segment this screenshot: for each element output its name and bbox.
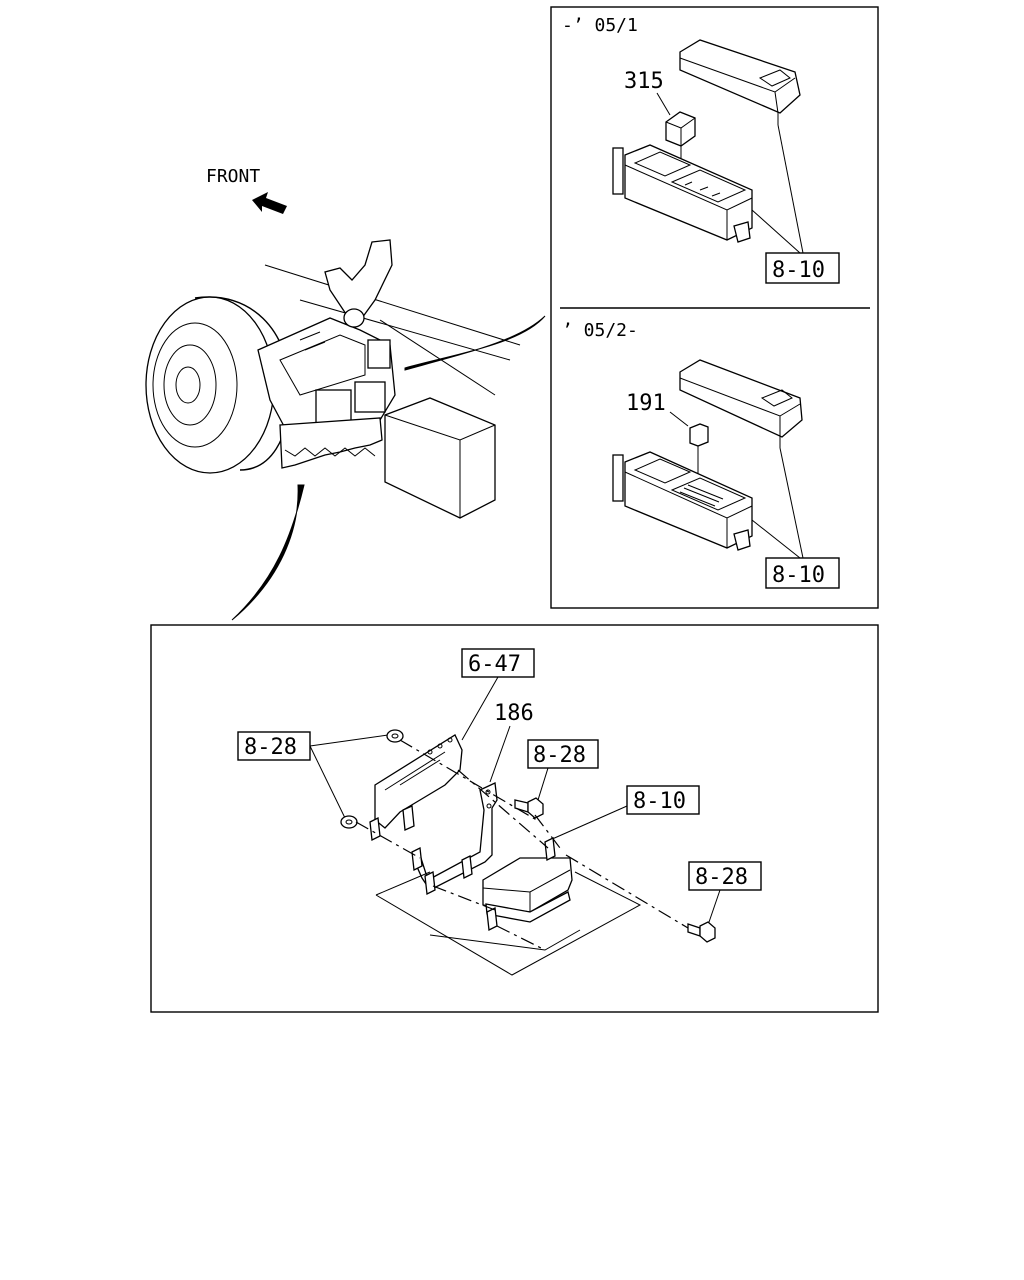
- inset-top: -’ 05/1 315 8-10: [562, 15, 840, 284]
- relay-315: [665, 111, 696, 147]
- inset-middle: ’ 05/2- 191 8-10: [562, 320, 840, 589]
- ref-box-8-10-middle: [765, 557, 840, 589]
- part-315-label: 315: [624, 69, 664, 94]
- front-arrow-icon: [252, 192, 287, 214]
- ref-8-28-left-label: 8-28: [244, 735, 297, 760]
- relay-191: [689, 423, 709, 475]
- ref-box-8-28-mid: [527, 739, 599, 769]
- fuse-box-cover-top: [679, 39, 801, 125]
- ref-8-28-right-label: 8-28: [695, 865, 748, 890]
- ref-box-8-10-bottom: [626, 785, 700, 815]
- bottom-panel: 6-47 186 8-28 8-28 8-10 8-28: [237, 648, 762, 976]
- ref-8-28-mid-label: 8-28: [533, 743, 586, 768]
- mounting-bracket: [369, 734, 463, 841]
- vehicle-overview: FRONT: [145, 166, 546, 621]
- ref-box-8-28-left: [237, 731, 311, 761]
- inset-top-period: -’ 05/1: [562, 15, 638, 36]
- part-191-label: 191: [626, 391, 666, 416]
- ref-8-10-top-label: 8-10: [772, 258, 825, 283]
- nut-upper: [386, 729, 404, 743]
- ref-8-10-bottom-label: 8-10: [633, 789, 686, 814]
- fuse-box-middle: [612, 451, 753, 551]
- ref-box-6-47: [461, 648, 535, 678]
- support-plate: [411, 782, 498, 895]
- fuse-box-cover-middle: [679, 359, 803, 448]
- fuse-area-overview: [257, 317, 396, 469]
- front-label: FRONT: [206, 166, 260, 187]
- bolt-right: [687, 921, 716, 943]
- fuse-box-bottom: [482, 837, 573, 931]
- inset-middle-period: ’ 05/2-: [562, 320, 638, 341]
- ref-6-47-label: 6-47: [468, 652, 521, 677]
- ref-box-8-10-top: [765, 252, 840, 284]
- fuse-box-top: [612, 144, 753, 243]
- battery: [384, 397, 496, 519]
- nut-lower: [340, 815, 358, 829]
- ref-box-8-28-right: [688, 861, 762, 891]
- part-186-label: 186: [494, 701, 534, 726]
- ref-8-10-middle-label: 8-10: [772, 563, 825, 588]
- steering-column: [324, 239, 393, 328]
